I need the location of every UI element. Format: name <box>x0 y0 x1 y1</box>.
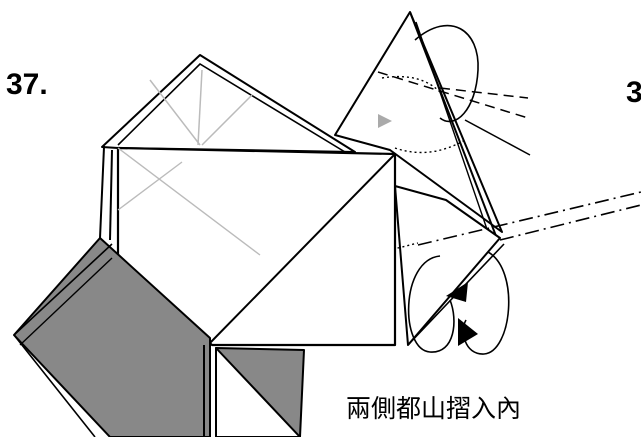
left-layer-edge-inner <box>110 150 112 240</box>
reference-line <box>465 120 530 155</box>
fold-instruction-caption: 兩側都山摺入內 <box>346 394 521 424</box>
step-number-label: 37. <box>6 70 48 100</box>
left-layer-edge <box>100 147 104 238</box>
upper-back-panel <box>102 55 355 152</box>
valley-fold-dashed-line <box>440 88 528 98</box>
solid-triangle-arrowhead-icon <box>458 318 478 346</box>
mountain-fold-line <box>500 205 641 240</box>
next-step-number-partial: 3 <box>626 78 641 108</box>
